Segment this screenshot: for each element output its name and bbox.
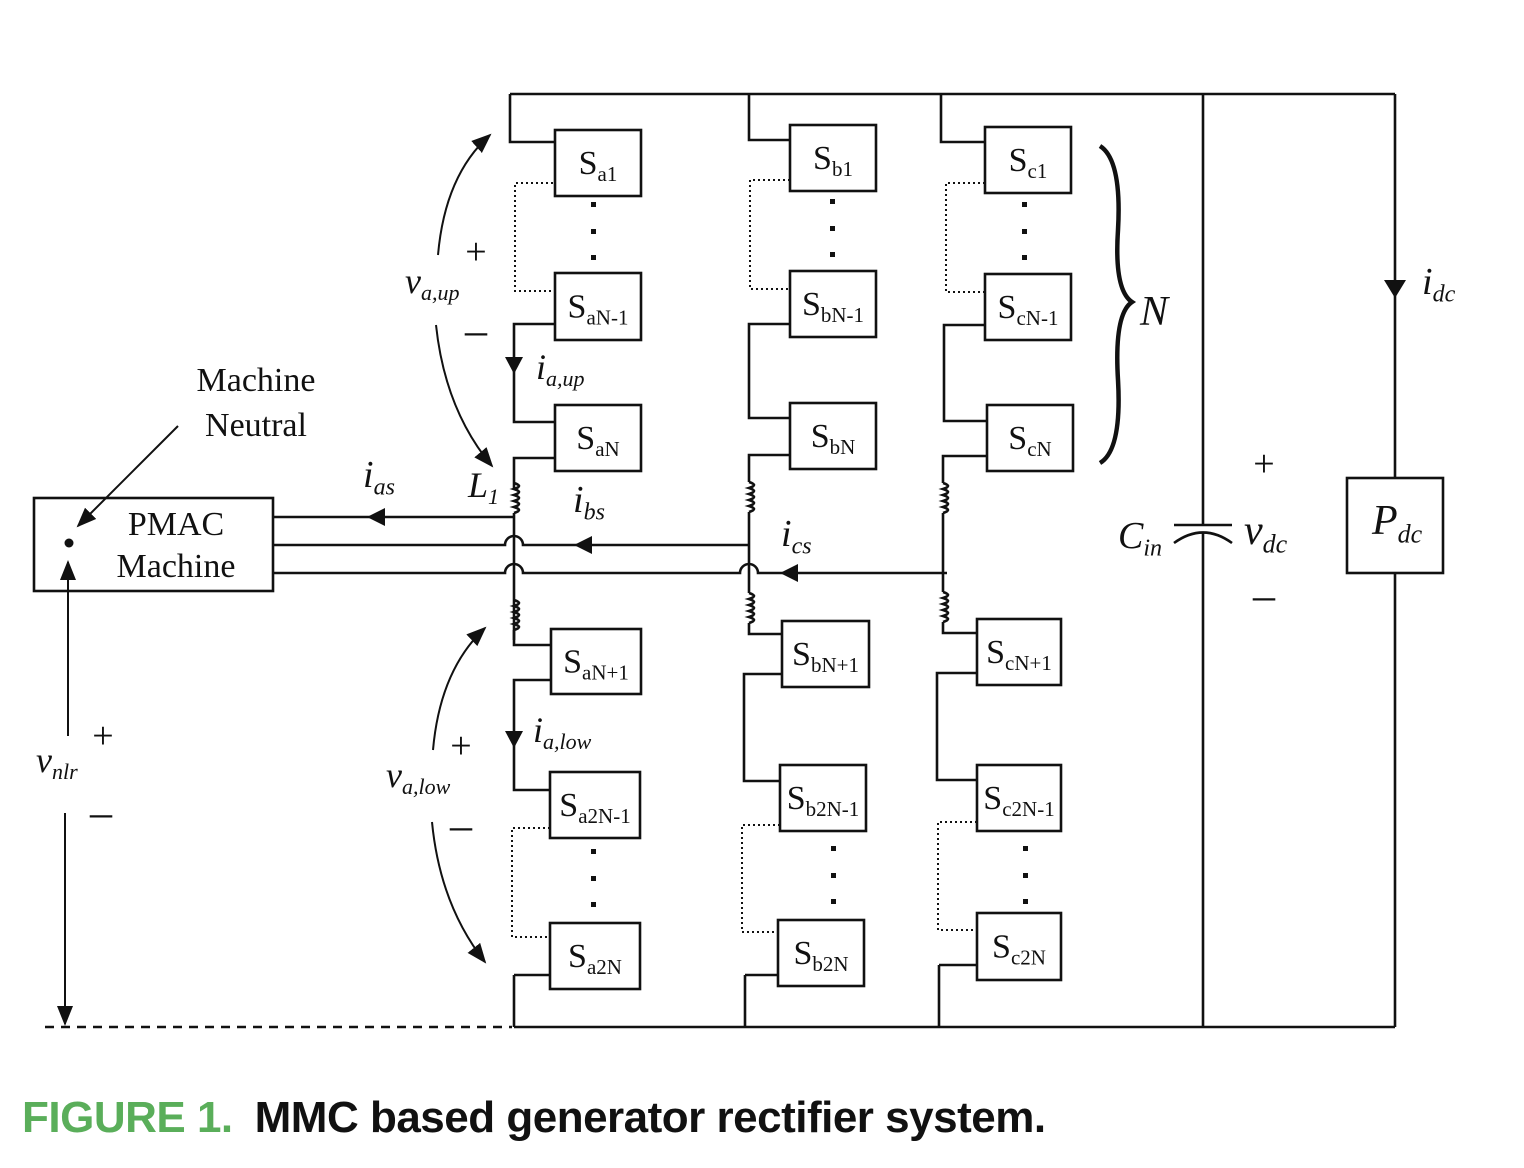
phase-a-upper-wiring — [512, 182, 555, 488]
v-a-low-plus: + — [450, 725, 471, 767]
p-dc-label: Pdc — [1371, 498, 1423, 548]
machine-label-line2: Machine — [117, 548, 236, 585]
i-a-up-arrow — [505, 357, 523, 374]
neutral-label-line1: Machine — [197, 362, 316, 399]
v-a-up-minus: – — [464, 306, 488, 355]
submodule-label: Sb1 — [813, 140, 853, 181]
submodule-label: Sc2N-1 — [983, 780, 1054, 821]
submodule-an-1: SaN-1 — [553, 271, 643, 342]
v-nlr-plus: + — [92, 715, 113, 757]
submodule-label: SbN-1 — [802, 286, 864, 327]
submodule-c2n-1: Sc2N-1 — [975, 763, 1063, 833]
pmac-machine: PMAC Machine — [32, 496, 275, 593]
submodule-cn-1: ScN-1 — [983, 272, 1073, 342]
submodule-label: ScN-1 — [998, 289, 1059, 330]
figure-number: FIGURE 1. — [22, 1093, 233, 1142]
submodule-label: Sb2N-1 — [787, 780, 860, 821]
submodule-bn: SbN — [788, 401, 878, 471]
l1-label: L1 — [467, 465, 499, 509]
arm-inductors — [509, 480, 950, 640]
c-in-label: Cin — [1118, 515, 1162, 562]
submodule-cn-1: ScN+1 — [975, 617, 1063, 687]
i-bs-label: ibs — [573, 479, 605, 526]
submodule-b1: Sb1 — [788, 123, 878, 193]
submodule-bn-1: SbN-1 — [788, 269, 878, 339]
machine-label-line1: PMAC — [128, 506, 224, 543]
v-a-low-label: va,low — [386, 755, 451, 799]
dc-load — [1345, 94, 1445, 1027]
phase-c-lower-wiring — [935, 622, 977, 931]
submodule-an-1: SaN+1 — [549, 627, 643, 696]
phase-c-upper-wiring — [941, 182, 987, 483]
submodule-label: Sb2N — [793, 935, 848, 976]
i-a-up-label: ia,up — [536, 347, 585, 391]
v-dc-minus: – — [1252, 571, 1276, 620]
submodule-label: Sc2N — [992, 929, 1046, 970]
ac-phase-lines — [273, 508, 947, 582]
submodule-c2n: Sc2N — [975, 911, 1063, 982]
phase-a-lower-wiring — [505, 630, 551, 938]
v-a-up-plus: + — [465, 231, 486, 273]
submodule-label: SbN — [811, 418, 856, 459]
submodule-label: Sc1 — [1009, 142, 1048, 183]
figure-title: MMC based generator rectifier system. — [254, 1093, 1046, 1142]
v-nlr-minus: – — [89, 788, 113, 837]
submodule-label: SaN+1 — [563, 644, 629, 685]
i-a-low-label: ia,low — [533, 710, 592, 754]
v-a-up-label: va,up — [405, 261, 459, 305]
v-nlr-arrow — [57, 560, 76, 1026]
submodule-b2n: Sb2N — [776, 918, 866, 988]
submodule-a1: Sa1 — [553, 128, 643, 198]
ellipsis-dots — [591, 199, 1028, 907]
submodule-c1: Sc1 — [983, 125, 1073, 195]
dc-bus-negative — [45, 963, 1395, 1029]
v-nlr-label: vnlr — [36, 740, 78, 784]
n-label: N — [1139, 289, 1170, 335]
v-a-up-arcs — [435, 133, 494, 468]
phase-b-upper-wiring — [747, 179, 790, 482]
i-dc-arrow — [1384, 280, 1406, 298]
submodule-label: SbN+1 — [792, 636, 859, 677]
v-dc-label: vdc — [1244, 508, 1288, 558]
v-dc-plus: + — [1253, 443, 1274, 485]
submodule-an: SaN — [553, 403, 643, 473]
i-dc-label: idc — [1422, 261, 1456, 308]
i-bs-arrow — [574, 536, 592, 554]
neutral-pointer-arrow — [76, 425, 179, 528]
submodule-label: Sa2N — [568, 938, 622, 979]
i-as-label: ias — [363, 454, 395, 501]
v-a-low-minus: – — [449, 801, 473, 850]
neutral-point — [64, 538, 74, 548]
submodule-label: ScN — [1008, 420, 1051, 461]
phase-b-lower-wiring — [741, 623, 782, 933]
dc-link-capacitor — [1173, 94, 1233, 1027]
submodule-a2n-1: Sa2N-1 — [548, 770, 642, 840]
submodule-a2n: Sa2N — [548, 921, 642, 991]
i-a-low-arrow — [505, 731, 523, 748]
submodule-cn: ScN — [985, 403, 1075, 473]
n-brace — [1098, 144, 1137, 465]
submodule-label: SaN-1 — [568, 289, 629, 330]
i-as-arrow — [367, 508, 385, 526]
submodule-bn-1: SbN+1 — [780, 619, 871, 689]
dc-bus-positive — [508, 92, 1395, 144]
v-a-low-arcs — [431, 626, 487, 964]
label-layer: va,up va,low ia,up ia,low ias ibs ics L1 vnlr Cin… — [36, 231, 1456, 850]
i-cs-arrow — [780, 564, 798, 582]
submodule-b2n-1: Sb2N-1 — [778, 763, 868, 833]
i-cs-label: ics — [781, 513, 812, 560]
submodule-label: SaN — [576, 420, 619, 461]
submodule-label: Sa2N-1 — [559, 787, 630, 828]
submodule-label: Sa1 — [579, 145, 618, 186]
neutral-label-line2: Neutral — [205, 407, 307, 444]
figure-caption: FIGURE 1. MMC based generator rectifier s… — [22, 1093, 1046, 1143]
submodule-label: ScN+1 — [986, 634, 1052, 675]
